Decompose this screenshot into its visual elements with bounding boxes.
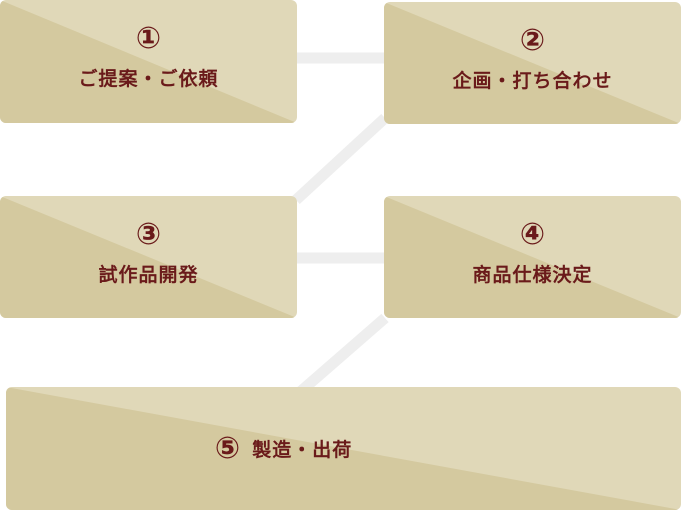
step-box-3: ③ 試作品開発 [0,196,297,318]
step-label-3: 試作品開発 [98,264,199,286]
step-box-5: ⑤ 製造・出荷 [6,387,681,510]
step-number-4: ④ [519,217,546,252]
connector-4-5 [296,313,389,397]
step-number-5: ⑤ [214,430,241,466]
step-label-1: ご提案・ご依頼 [78,68,219,90]
step-box-2: ② 企画・打ち合わせ [384,2,681,124]
step-box-1: ① ご提案・ご依頼 [0,0,297,123]
step-label-2: 企画・打ち合わせ [452,70,613,92]
step-number-1: ① [135,21,162,56]
step-box-4: ④ 商品仕様決定 [384,196,681,318]
step-number-3: ③ [135,217,162,252]
step-label-5: 製造・出荷 [252,439,353,461]
step-number-2: ② [519,23,546,58]
connector-2-3 [292,113,389,205]
step-label-4: 商品仕様決定 [472,264,593,286]
